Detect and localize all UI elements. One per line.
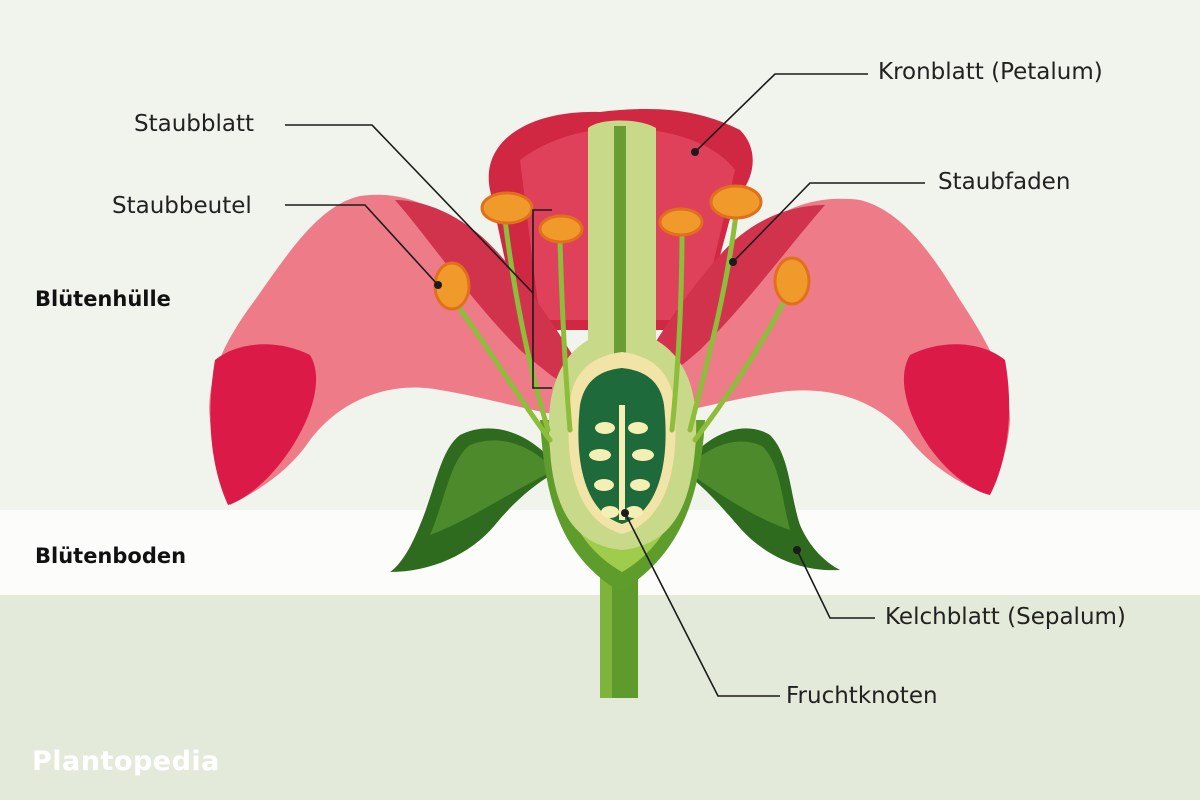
label-petal: Kronblatt (Petalum)	[878, 59, 1103, 85]
leader-anther	[285, 204, 439, 286]
anther-2	[538, 214, 584, 244]
leader-dots	[434, 148, 801, 554]
leader-stamen-bracket	[532, 209, 552, 389]
leader-filament	[732, 182, 925, 263]
anther-4	[658, 207, 704, 237]
label-filament: Staubfaden	[938, 169, 1071, 195]
leader-petal	[694, 73, 868, 153]
petal-right	[620, 198, 1010, 495]
label-sepal: Kelchblatt (Sepalum)	[885, 604, 1126, 630]
leader-sepal	[796, 549, 875, 619]
filaments	[447, 212, 793, 443]
anthers	[433, 184, 811, 311]
anther-5	[709, 184, 763, 220]
petal-right-tip	[903, 344, 1010, 495]
zone-receptacle: Blütenboden	[35, 544, 187, 568]
leader-stamen	[285, 124, 534, 294]
style-canal	[614, 126, 626, 356]
label-anther: Staubbeutel	[112, 193, 252, 219]
anther-6	[773, 256, 811, 306]
sepal-right-light	[685, 441, 790, 530]
label-stamen: Staubblatt	[134, 111, 255, 137]
petal-left	[209, 194, 600, 505]
stem-highlight	[600, 560, 612, 698]
label-ovary: Fruchtknoten	[786, 683, 938, 709]
zone-perianth: Blütenhülle	[35, 287, 171, 311]
petal-left-dark	[395, 200, 600, 410]
brand-logo: Plantopedia	[32, 746, 220, 777]
petal-left-tip	[210, 344, 317, 505]
sepal-left-light	[430, 440, 555, 535]
leader-ovary	[624, 512, 780, 697]
anther-1	[480, 191, 534, 225]
ovules	[589, 405, 654, 520]
leader-lines	[285, 73, 925, 697]
